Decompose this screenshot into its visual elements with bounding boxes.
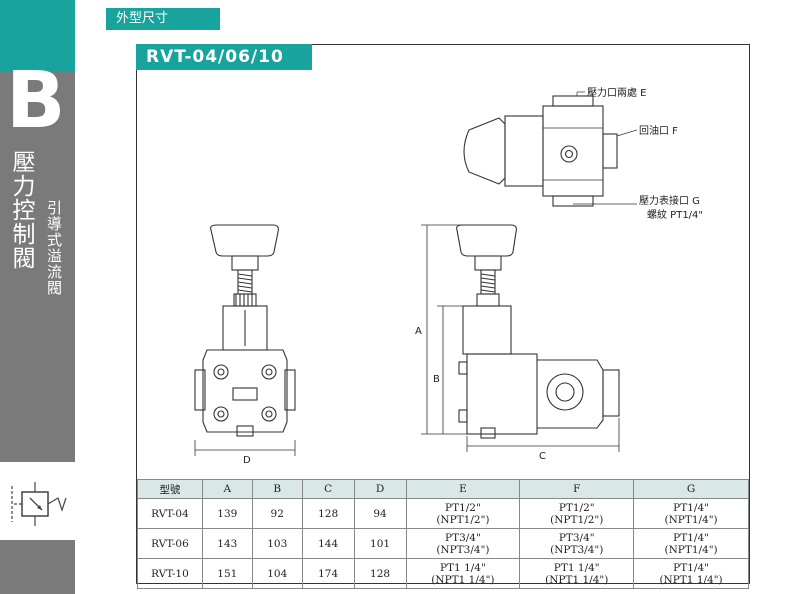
- cell-e-npt: (NPT1/2"): [436, 513, 490, 526]
- cell-g: PT1/4"(NPT1 1/4"): [633, 558, 749, 589]
- cell-d: 94: [353, 498, 407, 529]
- side-view: [421, 224, 620, 452]
- cell-g-npt: (NPT1/4"): [664, 543, 718, 556]
- cell-d: 101: [353, 528, 407, 559]
- cell-b: 92: [251, 498, 303, 529]
- cell-f-pt: PT1 1/4": [553, 561, 600, 574]
- cell-e-pt: PT3/4": [445, 531, 481, 544]
- spec-table: 型號 A B C D E F G RVT-04 139 92 128 94 PT…: [137, 479, 749, 589]
- cell-g-pt: PT1/4": [673, 561, 709, 574]
- cell-e-pt: PT1 1/4": [439, 561, 486, 574]
- callout-gauge-port: 壓力表接口 G: [639, 194, 700, 207]
- cell-e-npt: (NPT1 1/4"): [431, 573, 495, 586]
- cell-d: 128: [353, 558, 407, 589]
- callout-pressure-port: 壓力口兩處 E: [587, 86, 647, 99]
- model-title: RVT-04/06/10: [136, 44, 312, 70]
- cell-f-pt: PT3/4": [558, 531, 595, 544]
- cell-model: RVT-06: [137, 528, 203, 559]
- sidebar-panel: [0, 72, 75, 462]
- cell-g-npt: (NPT1/4"): [664, 513, 718, 526]
- section-letter: B: [6, 56, 66, 146]
- dim-label-a: A: [415, 326, 422, 337]
- cell-f-npt: (NPT1/2"): [550, 513, 604, 526]
- cell-g-pt: PT1/4": [673, 501, 709, 514]
- table-row: RVT-04 139 92 128 94 PT1/2"(NPT1/2") PT1…: [137, 498, 749, 529]
- cell-e-pt: PT1/2": [445, 501, 481, 514]
- table-row: RVT-10 151 104 174 128 PT1 1/4"(NPT1 1/4…: [137, 558, 749, 589]
- sidebar-footer: [0, 540, 75, 594]
- cell-f-npt: (NPT3/4"): [550, 543, 604, 556]
- cell-e: PT3/4"(NPT3/4"): [405, 528, 521, 559]
- cell-b: 104: [251, 558, 303, 589]
- column-header: B: [251, 479, 303, 499]
- section-title: 壓力控制閥: [8, 150, 34, 270]
- dimension-drawing: 壓力口兩處 E 回油口 F 壓力表接口 G 螺紋 PT1/4" D A B C: [194, 86, 703, 466]
- cell-model: RVT-04: [137, 498, 203, 529]
- callout-return-port: 回油口 F: [639, 124, 678, 137]
- section-subtitle: 引導式溢流閥: [45, 200, 63, 296]
- cell-b: 103: [251, 528, 303, 559]
- table-row: RVT-06 143 103 144 101 PT3/4"(NPT3/4") P…: [137, 528, 749, 559]
- cell-c: 144: [301, 528, 355, 559]
- column-header: C: [301, 479, 355, 499]
- column-header: A: [201, 479, 253, 499]
- dim-label-c: C: [539, 451, 546, 462]
- cell-e: PT1/2"(NPT1/2"): [405, 498, 521, 529]
- callout-gauge-thread: 螺紋 PT1/4": [647, 208, 703, 221]
- column-header: D: [353, 479, 407, 499]
- top-view: [463, 95, 618, 207]
- cell-model: RVT-10: [137, 558, 203, 589]
- section-header: 外型尺寸: [106, 8, 220, 30]
- column-header: 型號: [137, 479, 203, 499]
- cell-a: 143: [201, 528, 253, 559]
- cell-f: PT3/4"(NPT3/4"): [519, 528, 635, 559]
- hydraulic-symbol-icon: [11, 482, 67, 526]
- cell-f: PT1 1/4"(NPT1 1/4"): [519, 558, 635, 589]
- column-header: E: [405, 479, 521, 499]
- cell-f-npt: (NPT1 1/4"): [545, 573, 609, 586]
- cell-e: PT1 1/4"(NPT1 1/4"): [405, 558, 521, 589]
- column-header: F: [519, 479, 635, 499]
- cell-g-pt: PT1/4": [673, 531, 709, 544]
- column-header: G: [633, 479, 749, 499]
- cell-c: 128: [301, 498, 355, 529]
- front-view: [194, 224, 296, 456]
- cell-e-npt: (NPT3/4"): [436, 543, 490, 556]
- dim-label-b: B: [433, 374, 440, 385]
- cell-g-npt: (NPT1 1/4"): [659, 573, 723, 586]
- cell-a: 151: [201, 558, 253, 589]
- cell-f-pt: PT1/2": [558, 501, 595, 514]
- cell-f: PT1/2"(NPT1/2"): [519, 498, 635, 529]
- dim-label-d: D: [243, 455, 251, 466]
- cell-g: PT1/4"(NPT1/4"): [633, 528, 749, 559]
- sidebar-accent-block: [0, 0, 75, 72]
- cell-c: 174: [301, 558, 355, 589]
- table-header-row: 型號 A B C D E F G: [137, 479, 749, 499]
- cell-g: PT1/4"(NPT1/4"): [633, 498, 749, 529]
- cell-a: 139: [201, 498, 253, 529]
